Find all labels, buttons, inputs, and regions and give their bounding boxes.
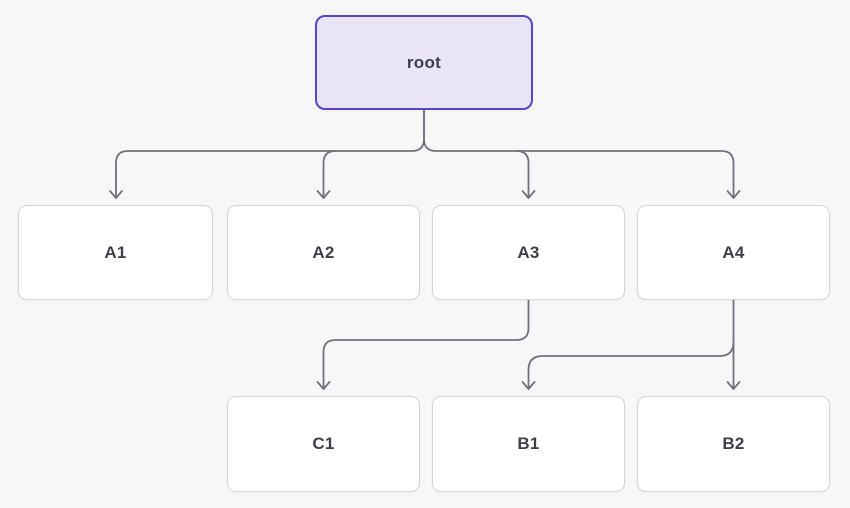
arrowhead-b1-icon (521, 381, 536, 390)
arrowhead-a4-icon (726, 190, 741, 199)
node-a4[interactable]: A4 (637, 205, 830, 300)
node-c1-label: C1 (312, 434, 335, 453)
arrowhead-b2-icon (726, 381, 741, 390)
edge-root-a2 (322, 150, 337, 199)
arrowhead-a1-icon (109, 190, 123, 199)
node-root-label: root (406, 52, 442, 72)
node-a3-label: A3 (517, 242, 540, 262)
arrowhead-a2-icon (316, 190, 331, 199)
node-a1-label: A1 (104, 242, 127, 262)
node-a1[interactable]: A1 (18, 205, 213, 300)
arrowhead-a3-icon (521, 190, 536, 199)
node-a4-label: A4 (722, 242, 745, 262)
node-c1[interactable]: C1 (227, 396, 420, 492)
node-b1[interactable]: B1 (432, 396, 625, 492)
edge-root-a3 (515, 150, 530, 199)
node-a3[interactable]: A3 (432, 205, 625, 300)
node-a2-label: A2 (312, 242, 335, 262)
node-root[interactable]: root (315, 15, 533, 110)
edge-root-a1 (115, 109, 425, 199)
node-b2[interactable]: B2 (637, 396, 830, 492)
node-b1-label: B1 (517, 434, 540, 453)
edge-a4-b1 (527, 341, 735, 390)
edge-root-a4 (423, 109, 735, 199)
node-b2-label: B2 (722, 434, 745, 453)
node-a2[interactable]: A2 (227, 205, 420, 300)
arrowhead-c1-icon (316, 381, 331, 390)
edge-a3-c1 (322, 299, 530, 390)
